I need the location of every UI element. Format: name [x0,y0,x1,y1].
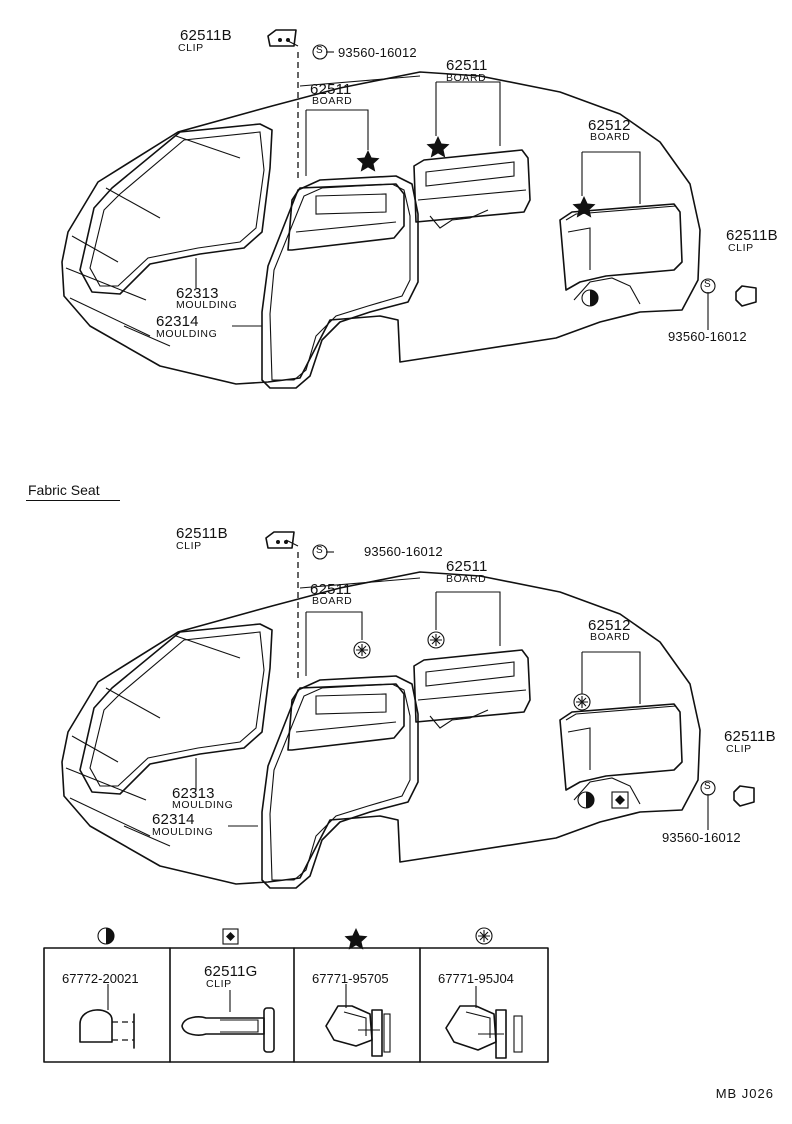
moulding-313-part-number: 62313 [172,785,215,802]
star-icon [572,196,596,218]
part-67771-95j04-drawing [445,986,523,1059]
board-front-part-name: BOARD [312,95,353,107]
screw-top-part-number: 93560-16012 [338,45,417,60]
heading-underline [26,500,120,501]
board-mid-part-number: 62511 [446,57,488,74]
part-67771-95705-drawing [325,984,391,1057]
screw-symbol-right-upper [700,278,716,294]
star-icon [426,136,450,158]
clip-62511b-top-upper [267,29,297,47]
screw-top-s-mark: S [316,45,323,56]
clip-right-part-name: CLIP [728,242,754,254]
clip-top-part-name: CLIP [178,42,204,54]
moulding-314-part-name: MOULDING [156,328,218,340]
half-circle-icon [581,289,599,307]
screw-symbol-top-lower [312,544,328,560]
board-front-part-name: BOARD [312,595,353,607]
clip-62511b-right-upper [735,285,757,307]
moulding-314-part-name: MOULDING [152,826,214,838]
clip-62511b-right-lower [733,785,755,807]
asterisk-circle-icon [427,631,445,649]
board-rear-part-number: 62512 [588,117,631,134]
diamond-square-icon [611,791,629,809]
legend-star-icon [344,928,368,950]
screw-right-s-mark: S [704,279,711,290]
legend-diamond-square-icon [222,928,239,945]
board-mid-part-name: BOARD [446,573,487,585]
board-mid-part-name: BOARD [446,72,487,84]
legend-asterisk-circle-icon [475,927,493,945]
clip-top-part-number: 62511B [176,525,228,542]
star-icon [356,150,380,172]
board-rear-part-name: BOARD [590,631,631,643]
board-rear-part-name: BOARD [590,131,631,143]
legend-half-circle-icon [97,927,115,945]
moulding-313-part-name: MOULDING [176,299,238,311]
moulding-314-part-number: 62314 [156,313,199,330]
clip-right-part-number: 62511B [726,227,778,244]
moulding-314-part-number: 62314 [152,811,195,828]
screw-symbol-top-upper [312,44,328,60]
clip-right-part-name: CLIP [726,743,752,755]
screw-top-part-number: 93560-16012 [364,544,443,559]
moulding-313-part-name: MOULDING [172,799,234,811]
section-heading: Fabric Seat [28,482,100,498]
legend-cell-2-part-name: CLIP [206,978,232,990]
part-67772-20021-drawing [79,984,135,1049]
board-rear-part-number: 62512 [588,617,631,634]
clip-right-part-number: 62511B [724,728,776,745]
asterisk-circle-icon [353,641,371,659]
asterisk-circle-icon [573,693,591,711]
screw-right-part-number: 93560-16012 [668,329,747,344]
screw-top-s-mark: S [316,545,323,556]
half-circle-icon [577,791,595,809]
board-mid-part-number: 62511 [446,558,488,575]
clip-62511b-top-lower [265,531,295,549]
screw-right-part-number: 93560-16012 [662,830,741,845]
screw-right-s-mark: S [704,781,711,792]
screw-symbol-right-lower [700,780,716,796]
part-62511g-drawing [181,990,275,1053]
legend-cell-3-part-number: 67771-95705 [312,971,389,986]
board-front-part-number: 62511 [310,581,352,598]
board-front-part-number: 62511 [310,81,352,98]
moulding-313-part-number: 62313 [176,285,219,302]
diagram-code: MB J026 [715,1086,774,1101]
legend-cell-2-part-number: 62511G [204,963,258,980]
legend-cell-4-part-number: 67771-95J04 [438,971,514,986]
clip-top-part-name: CLIP [176,540,202,552]
clip-top-part-number: 62511B [180,27,232,44]
legend-cell-1-part-number: 67772-20021 [62,971,139,986]
fastener-legend-table [43,947,549,1063]
